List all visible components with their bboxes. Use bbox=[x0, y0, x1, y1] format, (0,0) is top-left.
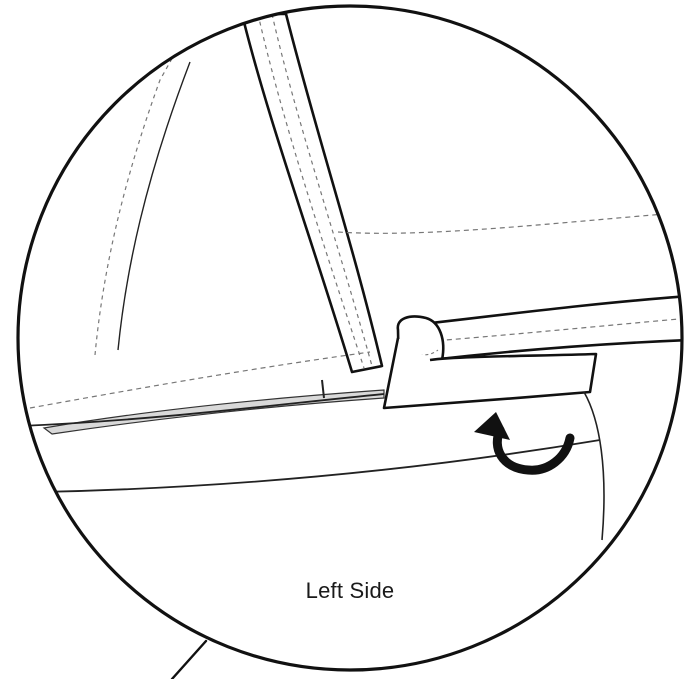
post bbox=[321, 379, 325, 399]
body-edge-lower bbox=[39, 439, 601, 493]
piping-tube bbox=[402, 294, 682, 362]
panel-edge-left bbox=[117, 61, 191, 351]
flap-tab bbox=[382, 337, 598, 410]
piping-stitch bbox=[419, 317, 682, 343]
seam-upper bbox=[337, 211, 682, 234]
seam-left-lower bbox=[29, 351, 371, 409]
caption-label: Left Side bbox=[305, 578, 395, 603]
stitch-line-left bbox=[94, 29, 189, 356]
strap bbox=[240, 12, 384, 374]
strap-stitch-2 bbox=[271, 13, 373, 367]
side-contour bbox=[583, 391, 605, 541]
magnifier-circle bbox=[16, 4, 684, 672]
magnified-view bbox=[19, 12, 682, 541]
callout-leader-line bbox=[170, 639, 208, 679]
body-edge bbox=[19, 393, 385, 427]
curved-rotate-arrow-icon bbox=[474, 412, 575, 475]
